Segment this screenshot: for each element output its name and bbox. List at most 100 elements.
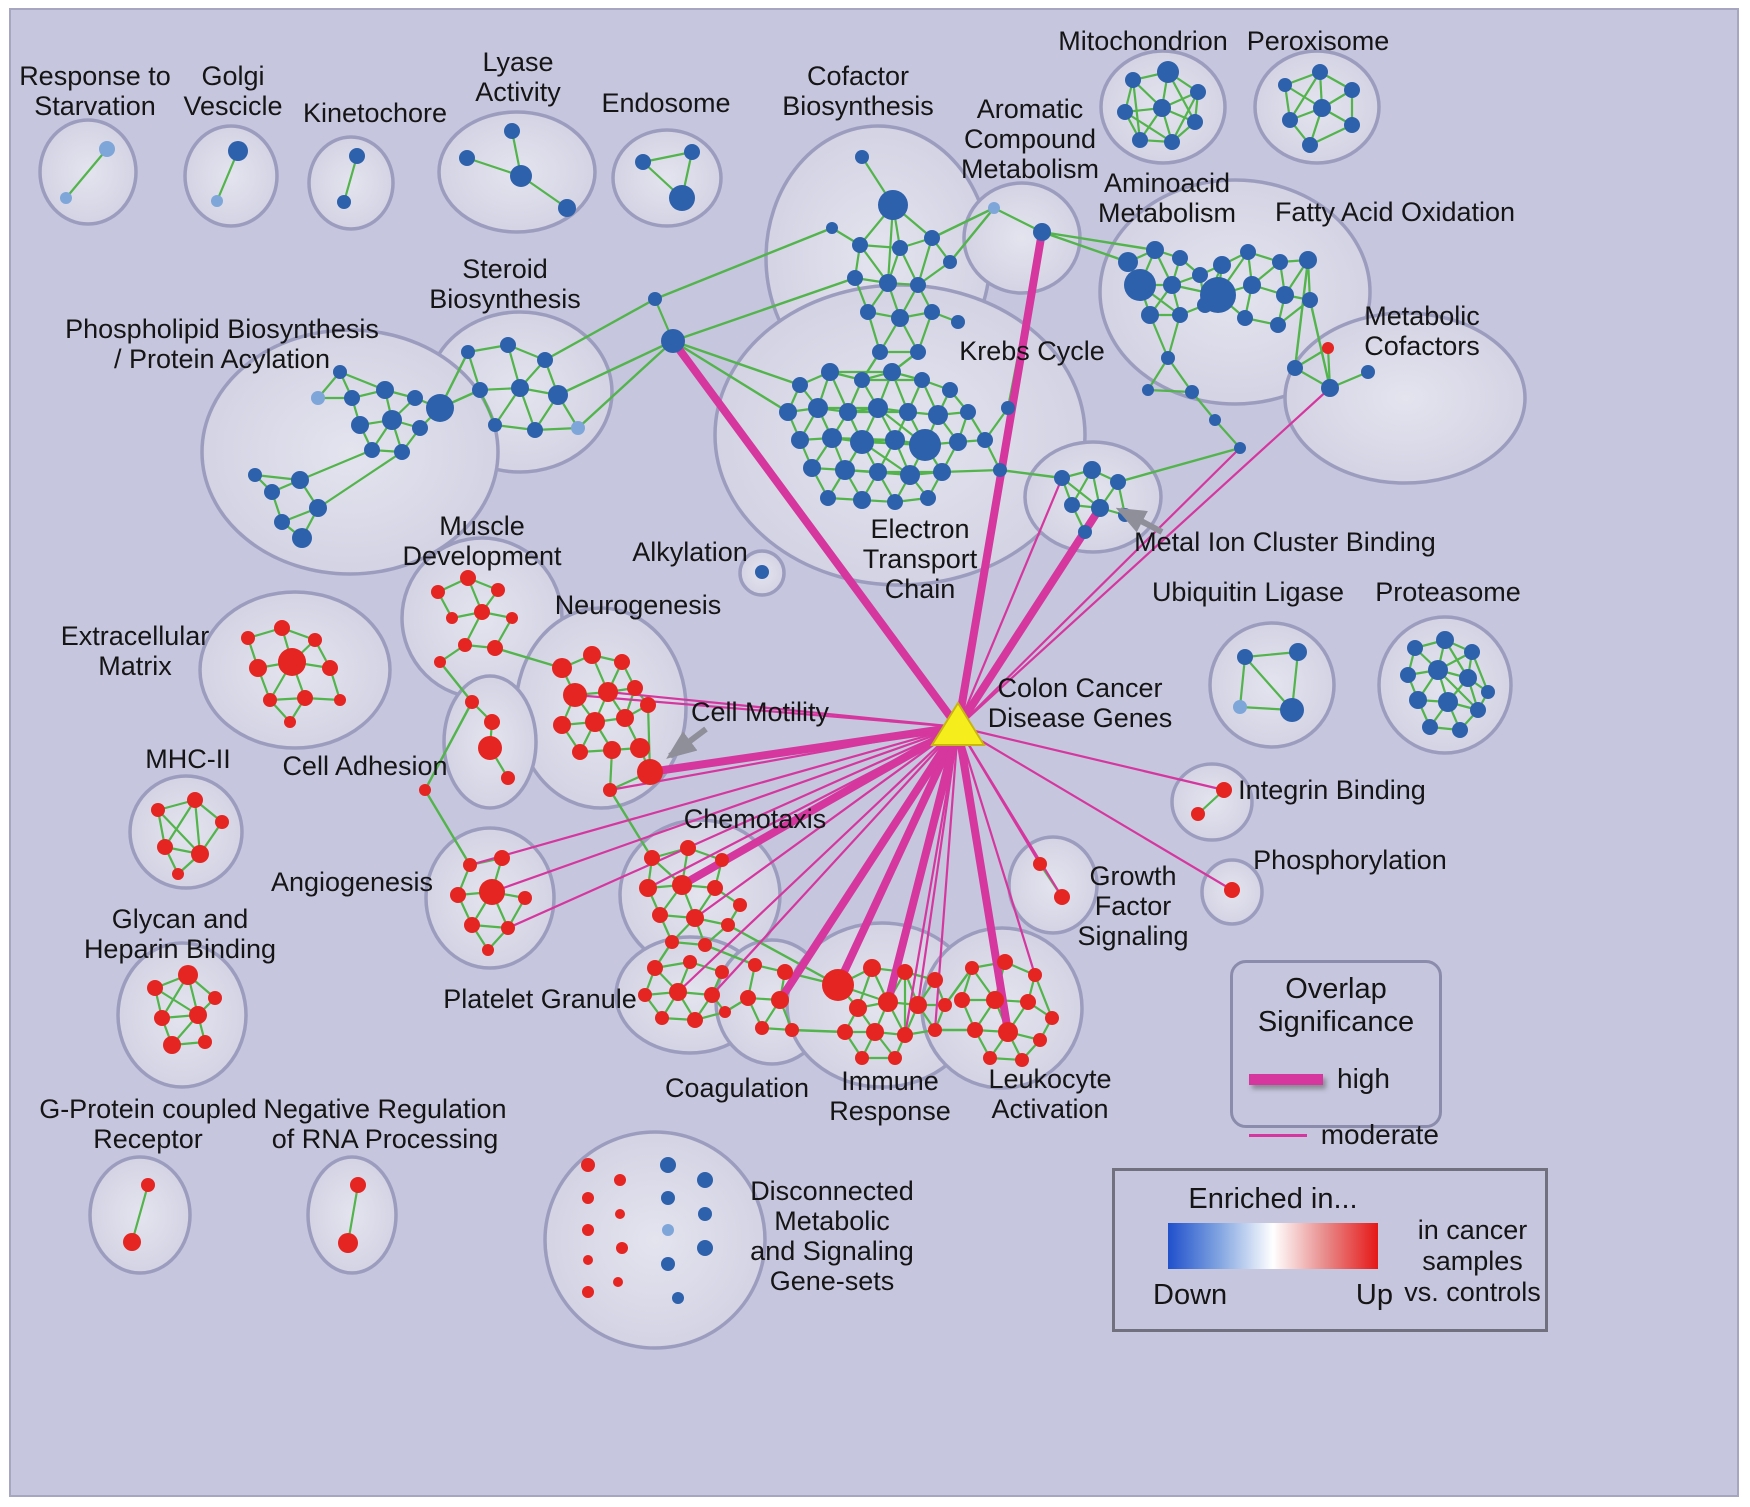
mitochondrion-node xyxy=(1187,114,1203,130)
overlap-legend-title-line2: Significance xyxy=(1257,1006,1415,1038)
chemotaxis-node xyxy=(707,880,723,896)
cofactor-biosynthesis-node xyxy=(847,270,863,286)
phospholipid-biosynthesis-node xyxy=(344,390,360,406)
g-protein-coupled-receptor-node xyxy=(123,1233,141,1251)
cofactor-biosynthesis-node xyxy=(924,304,940,320)
chemotaxis-node xyxy=(672,875,692,895)
inter-cluster-edge xyxy=(439,661,473,703)
cofactor-biosynthesis-node xyxy=(826,222,838,234)
steroid-cofactor-connector-node xyxy=(648,292,662,306)
aminoacid-metabolism-node xyxy=(1243,276,1261,294)
metal-ion-cluster-binding-node xyxy=(1054,470,1070,486)
chemotaxis-node xyxy=(686,909,704,927)
negative-regulation-rna-processing-node xyxy=(338,1233,358,1253)
immune-response-node xyxy=(863,959,881,977)
phospholipid-biosynthesis-node xyxy=(309,499,327,517)
electron-transport-chain-node xyxy=(928,405,948,425)
aminoacid-metabolism-node xyxy=(1185,385,1199,399)
extracellular-matrix-node xyxy=(334,694,346,706)
neurogenesis-node xyxy=(553,716,571,734)
phospholipid-biosynthesis-edge xyxy=(317,451,403,509)
proteasome-node xyxy=(1407,640,1423,656)
phospholipid-biosynthesis-node xyxy=(412,420,428,436)
muscle-development-node xyxy=(491,583,505,597)
aminoacid-metabolism-node xyxy=(1276,286,1294,304)
mitochondrion-node xyxy=(1164,134,1180,150)
immune-response-node xyxy=(866,1023,884,1041)
proteasome-node xyxy=(1428,660,1448,680)
inter-cluster-edge xyxy=(1041,230,1129,264)
aminoacid-metabolism-node xyxy=(1172,250,1188,266)
context-line-3: vs. controls xyxy=(1404,1277,1541,1307)
extracellular-matrix-node xyxy=(297,690,313,706)
disconnected-gene-sets-node xyxy=(582,1224,594,1236)
disconnected-gene-sets-node xyxy=(614,1174,626,1186)
platelet-granule-node xyxy=(669,983,687,1001)
cofactor-biosynthesis-node xyxy=(891,309,909,327)
growth-factor-signaling-node xyxy=(1033,857,1047,871)
neurogenesis-node xyxy=(637,759,663,785)
leukocyte-activation-node xyxy=(1033,1033,1047,1047)
neurogenesis-node xyxy=(603,783,617,797)
chemotaxis-node xyxy=(639,879,657,897)
electron-transport-chain-node xyxy=(977,432,993,448)
metabolic-cofactors-node xyxy=(1361,365,1375,379)
metabolic-cofactors-node xyxy=(1322,342,1334,354)
glycan-heparin-binding-node xyxy=(163,1036,181,1054)
disconnected-gene-sets-node xyxy=(672,1292,684,1304)
electron-transport-chain-node xyxy=(854,372,870,388)
neurogenesis-node xyxy=(585,712,605,732)
coagulation-node xyxy=(755,1021,769,1035)
phospholipid-biosynthesis-node xyxy=(426,394,454,422)
ubiquitin-ligase-node xyxy=(1237,649,1253,665)
cell-adhesion-node xyxy=(465,695,479,709)
cofactor-biosynthesis-node xyxy=(924,230,940,246)
angiogenesis-node xyxy=(479,879,505,905)
aminoacid-metabolism-node xyxy=(1118,252,1138,272)
peroxisome-node xyxy=(1278,78,1292,92)
muscle-development-node xyxy=(460,570,476,586)
platelet-granule-node xyxy=(719,1006,731,1018)
overlap-edge-moderate xyxy=(956,725,1037,977)
peroxisome-label: Peroxisome xyxy=(1247,26,1390,56)
endosome-label: Endosome xyxy=(601,88,730,118)
neurogenesis-node xyxy=(598,682,618,702)
response-to-starvation-edge xyxy=(65,148,108,199)
response-to-starvation-node xyxy=(99,141,115,157)
inter-cluster-edge xyxy=(608,789,654,859)
neurogenesis-node xyxy=(614,654,630,670)
mitochondrion-node xyxy=(1190,84,1206,100)
cell-adhesion-node xyxy=(478,736,502,760)
immune-response-node xyxy=(897,964,913,980)
muscle-development-node xyxy=(446,612,458,624)
disconnected-gene-sets-node xyxy=(662,1224,674,1236)
aminoacid-metabolism-node xyxy=(1234,442,1246,454)
mhc-ii-edge xyxy=(193,799,202,855)
leukocyte-activation-node xyxy=(1028,968,1042,982)
mhc-ii-node xyxy=(215,815,229,829)
context-line-1: in cancer xyxy=(1417,1215,1528,1245)
immune-response-node xyxy=(855,1051,869,1065)
neurogenesis-node xyxy=(616,709,634,727)
electron-transport-chain-node xyxy=(808,398,828,418)
aminoacid-metabolism-node xyxy=(1200,277,1236,313)
chemotaxis-label: Chemotaxis xyxy=(684,804,827,834)
fatty-acid-oxidation-label: Fatty Acid Oxidation xyxy=(1275,197,1515,227)
ubiquitin-ligase-ellipse xyxy=(1208,621,1336,749)
immune-response-node xyxy=(837,1024,853,1040)
immune-response-node xyxy=(928,1023,942,1037)
immune-response-node xyxy=(927,972,943,988)
disconnected-gene-sets-node xyxy=(697,1240,713,1256)
metal-ion-cluster-binding-node xyxy=(1110,474,1126,490)
glycan-heparin-binding-node xyxy=(154,1010,170,1026)
krebs-cycle-label: Krebs Cycle xyxy=(959,336,1105,366)
extracellular-matrix-node xyxy=(249,659,267,677)
inter-cluster-edge xyxy=(704,943,756,967)
overlap-edge-high xyxy=(834,723,962,989)
inter-cluster-edge xyxy=(423,789,472,866)
alkylation-label: Alkylation xyxy=(632,537,748,567)
inter-cluster-edge xyxy=(494,646,563,670)
electron-transport-chain-node xyxy=(792,377,808,393)
